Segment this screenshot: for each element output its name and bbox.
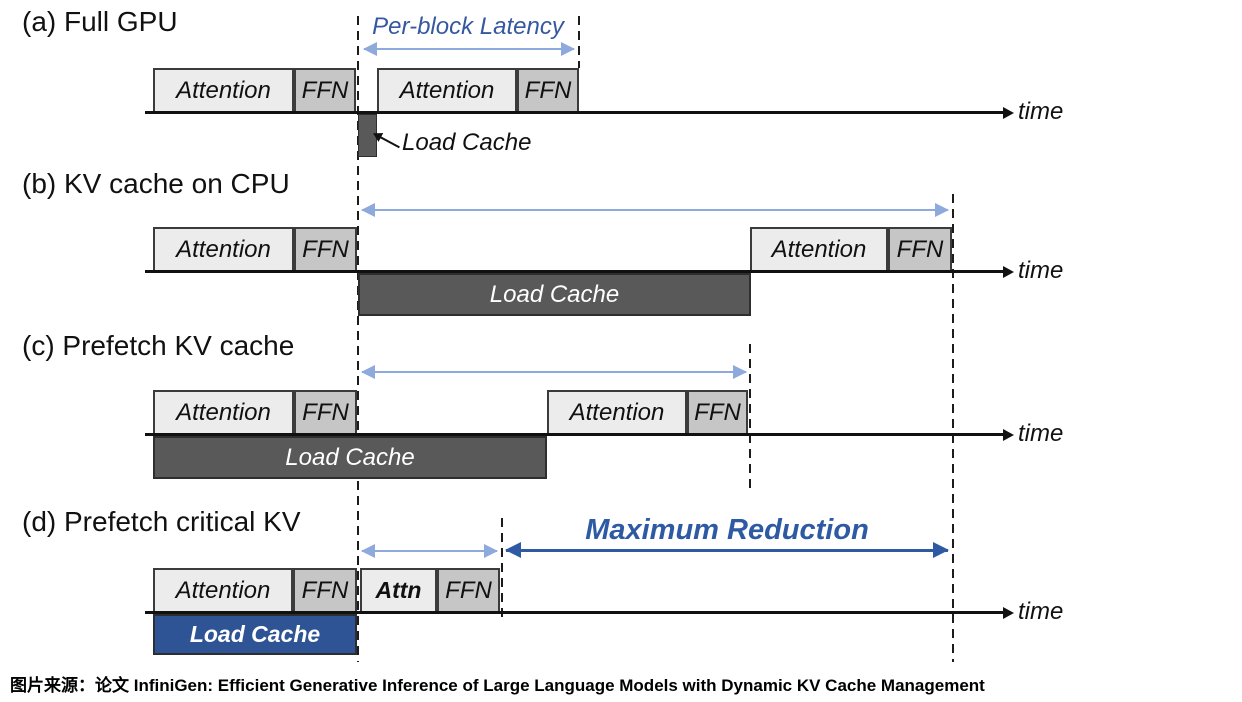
load-cache-bar-c: Load Cache (153, 436, 547, 479)
time-axis-arrowhead (1003, 428, 1014, 441)
attention-block: Attention (377, 68, 517, 113)
ffn-block: FFN (294, 390, 357, 435)
maximum-reduction-arrow (505, 542, 949, 558)
attention-block: Attention (153, 68, 294, 113)
time-axis-a (145, 111, 1005, 114)
per-block-latency-arrow (363, 42, 575, 56)
time-axis-b (145, 270, 1005, 273)
dashed-line-block-start (357, 16, 359, 662)
section-b-title: (b) KV cache on CPU (22, 168, 290, 199)
ffn-block: FFN (294, 227, 357, 272)
time-axis-arrowhead (1003, 106, 1014, 119)
dashed-line-critical-end (501, 518, 503, 617)
ffn-block: FFN (687, 390, 748, 435)
ffn-block: FFN (294, 68, 356, 113)
load-cache-callout-label: Load Cache (402, 129, 532, 156)
section-d-title: (d) Prefetch critical KV (22, 506, 301, 537)
time-label-d: time (1018, 598, 1064, 625)
time-label-a: time (1018, 98, 1064, 125)
attention-block: Attention (153, 390, 294, 435)
latency-arrow-b (361, 203, 949, 217)
attn-block: Attn (360, 568, 437, 613)
time-axis-arrowhead (1003, 265, 1014, 278)
ffn-block: FFN (437, 568, 500, 613)
attention-block: Attention (153, 568, 293, 613)
per-block-latency-label: Per-block Latency (372, 13, 564, 40)
latency-arrow-c (361, 365, 747, 379)
attention-block: Attention (153, 227, 294, 272)
time-axis-d (145, 611, 1005, 614)
ffn-block: FFN (293, 568, 357, 613)
dashed-line-prefetch-end (749, 344, 751, 492)
dashed-line-cpu-end (952, 194, 954, 662)
load-cache-leader-line (379, 136, 400, 149)
maximum-reduction-label: Maximum Reduction (585, 514, 869, 546)
time-axis-c (145, 433, 1005, 436)
time-label-b: time (1018, 257, 1064, 284)
time-label-c: time (1018, 420, 1064, 447)
section-a-title: (a) Full GPU (22, 6, 178, 37)
attention-block: Attention (750, 227, 888, 272)
ffn-block: FFN (517, 68, 579, 113)
reduced-latency-arrow (361, 544, 498, 558)
figure-source-caption: 图片来源：论文 InfiniGen: Efficient Generative … (10, 676, 985, 695)
attention-block: Attention (547, 390, 687, 435)
ffn-block: FFN (888, 227, 952, 272)
time-axis-arrowhead (1003, 606, 1014, 619)
load-cache-bar-d: Load Cache (153, 614, 357, 655)
dashed-line-per-block-end (578, 16, 580, 68)
section-c-title: (c) Prefetch KV cache (22, 330, 295, 361)
load-cache-bar-b: Load Cache (358, 273, 751, 316)
